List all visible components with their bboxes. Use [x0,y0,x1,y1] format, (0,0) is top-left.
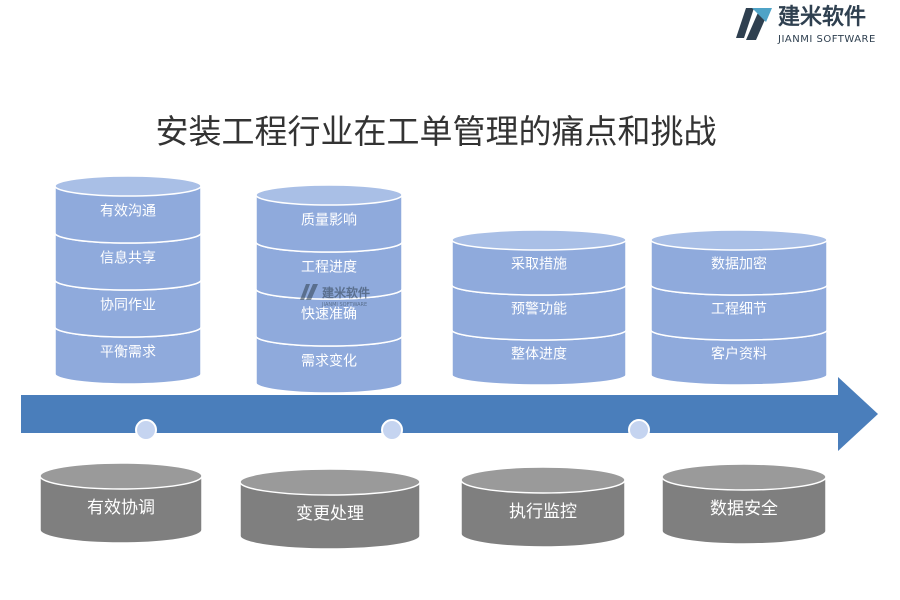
timeline-dot [381,419,403,441]
cylinder-label: 平衡需求 [100,345,156,361]
base-cylinder: 变更处理 [239,468,421,550]
cylinder-label: 采取措施 [511,257,567,273]
cylinder-stack: 需求变化 快速准确 工程进度 质量影响 [255,184,403,394]
timeline-dot [628,419,650,441]
timeline-dot [135,419,157,441]
watermark-text-cn: 建米软件 [321,285,370,300]
cylinder-label: 协同作业 [100,298,156,314]
timeline-arrow [21,377,878,451]
cylinder-label: 工程进度 [301,260,357,276]
base-label: 执行监控 [509,502,577,522]
cylinder-segment: 质量影响 [255,184,403,253]
cylinder-label: 客户资料 [711,346,767,363]
cylinder-label: 工程细节 [711,302,767,318]
cylinder-label: 整体进度 [511,347,567,363]
cylinder-segment: 有效沟通 [54,175,202,244]
logo-brand-cn: 建米软件 [778,4,866,30]
logo: 建米软件 JIANMI SOFTWARE [736,4,876,45]
cylinder-label: 需求变化 [301,354,357,370]
cylinder-stack: 整体进度 预警功能 采取措施 [451,229,627,386]
cylinder-label: 信息共享 [100,250,156,267]
logo-brand-en: JIANMI SOFTWARE [777,34,876,45]
cylinder-label: 数据加密 [711,256,767,273]
base-label: 变更处理 [296,504,364,524]
base-cylinder: 执行监控 [460,466,626,548]
base-cylinders: 有效协调 变更处理 执行监控 数据安全 [39,462,827,550]
timeline-dots [135,419,650,441]
cylinder-label: 预警功能 [511,302,567,318]
cylinder-segment: 采取措施 [451,229,627,296]
base-label: 数据安全 [710,499,778,519]
cylinder-label: 有效沟通 [100,204,156,220]
base-cylinder: 有效协调 [39,462,203,544]
cylinder-label: 质量影响 [301,213,357,229]
watermark-text-en: JIANMI SOFTWARE [321,302,367,308]
cylinder-segment: 数据加密 [650,229,828,296]
watermark-logo-icon [300,284,318,300]
base-cylinder: 数据安全 [661,463,827,545]
base-label: 有效协调 [87,498,155,518]
watermark: 建米软件 JIANMI SOFTWARE [300,284,370,308]
cylinder-stack: 平衡需求 协同作业 信息共享 有效沟通 [54,175,202,385]
cylinder-label: 快速准确 [301,307,357,323]
logo-mark-icon [736,8,772,40]
page-title: 安装工程行业在工单管理的痛点和挑战 [156,112,717,151]
cylinder-stack: 客户资料 工程细节 数据加密 [650,229,828,386]
